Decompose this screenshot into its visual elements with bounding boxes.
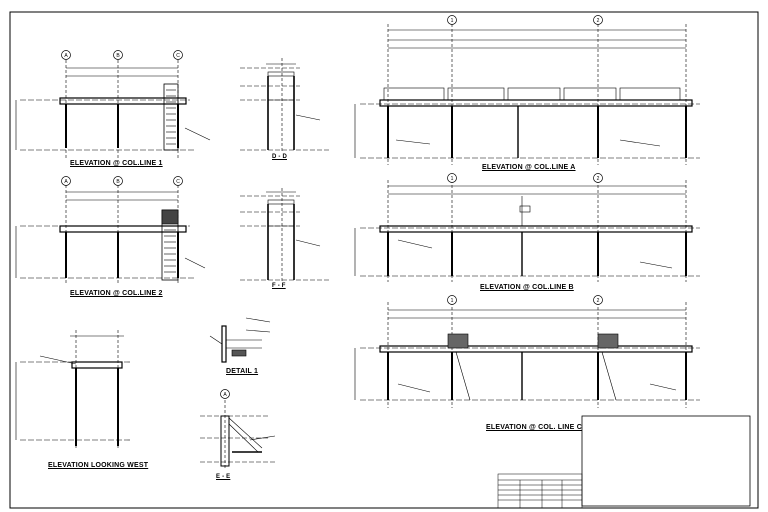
elevation-col-line-c bbox=[354, 302, 700, 408]
bubble-label: 1 bbox=[451, 298, 454, 304]
grid-bubbles-line-b bbox=[447, 173, 603, 183]
bubble-label: 2 bbox=[597, 176, 600, 182]
section-d-d bbox=[240, 58, 330, 152]
bubble-label: A bbox=[64, 179, 68, 185]
title-block bbox=[581, 415, 751, 507]
grid-bubbles-line-a bbox=[447, 15, 603, 25]
bubble-label: B bbox=[116, 179, 120, 185]
title-elevation-col-line-b: ELEVATION @ COL.LINE B bbox=[480, 284, 574, 291]
title-section-e-e: E - E bbox=[216, 474, 231, 480]
bubble-label: B bbox=[116, 53, 120, 59]
grid-bubbles-line1 bbox=[61, 50, 183, 60]
title-elevation-col-line-c: ELEVATION @ COL. LINE C bbox=[486, 424, 582, 431]
bubble-label: 1 bbox=[451, 176, 454, 182]
title-section-f-f: F - F bbox=[272, 283, 286, 289]
sheet-border bbox=[9, 11, 759, 509]
detail-1-drawing bbox=[209, 317, 271, 363]
title-detail-1: DETAIL 1 bbox=[226, 368, 259, 375]
title-elevation-col-line-1: ELEVATION @ COL.LINE 1 bbox=[70, 160, 163, 167]
title-elevation-looking-west: ELEVATION LOOKING WEST bbox=[48, 462, 149, 469]
title-elevation-col-line-2: ELEVATION @ COL.LINE 2 bbox=[70, 290, 163, 297]
bubble-label: C bbox=[176, 53, 180, 59]
elevation-col-line-1 bbox=[15, 60, 211, 158]
bubble-label: 2 bbox=[597, 298, 600, 304]
title-section-d-d: D - D bbox=[272, 154, 287, 160]
title-elevation-col-line-a: ELEVATION @ COL.LINE A bbox=[482, 164, 576, 171]
section-f-f bbox=[240, 188, 330, 282]
elevation-col-line-b bbox=[354, 180, 700, 282]
reference-drawing-table bbox=[497, 473, 583, 509]
grid-bubble-e bbox=[220, 389, 230, 399]
elevation-col-line-2 bbox=[15, 185, 206, 285]
bubble-label: A bbox=[223, 392, 227, 398]
section-e-e bbox=[200, 400, 276, 470]
bubble-label: 2 bbox=[597, 18, 600, 24]
grid-bubbles-line-c bbox=[447, 295, 603, 305]
bubble-label: A bbox=[64, 53, 68, 59]
grid-bubbles-line2 bbox=[61, 176, 183, 186]
elevation-col-line-a bbox=[354, 24, 700, 165]
bubble-label: C bbox=[176, 179, 180, 185]
bubble-label: 1 bbox=[451, 18, 454, 24]
elevation-looking-west bbox=[15, 330, 130, 450]
